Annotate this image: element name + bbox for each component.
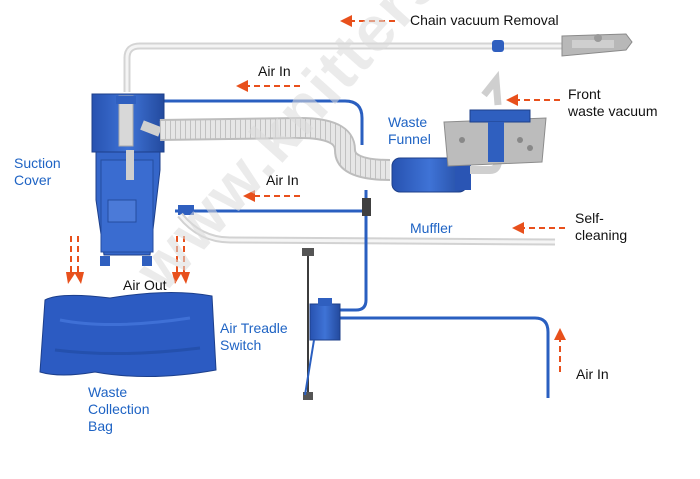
suction-cover — [91, 93, 165, 266]
arrow-air-in-top — [236, 80, 300, 92]
air-line-vertical — [340, 190, 368, 312]
front-waste-vacuum-plate — [443, 70, 547, 167]
arrows — [66, 15, 566, 372]
muffler-tube-core — [178, 214, 556, 244]
label-chain-vacuum-removal: Chain vacuum Removal — [410, 12, 559, 28]
label-air-out: Air Out — [123, 277, 167, 293]
label-air-in-top: Air In — [258, 63, 291, 79]
arrow-air-out-right — [172, 236, 190, 284]
waste-collection-bag — [39, 291, 217, 378]
label-air-treadle-switch: Air Treadle Switch — [220, 320, 288, 353]
arrow-self-cleaning — [512, 222, 565, 234]
label-muffler: Muffler — [410, 220, 453, 236]
label-waste-collection-bag: Waste Collection Bag — [88, 384, 150, 434]
arrow-air-in-right — [554, 328, 566, 372]
arrow-front-waste — [506, 94, 560, 106]
air-nozzle — [178, 205, 194, 215]
label-suction-cover: Suction Cover — [14, 155, 61, 188]
label-waste-funnel: Waste Funnel — [388, 114, 431, 147]
label-air-in-mid: Air In — [266, 172, 299, 188]
air-fitting — [362, 198, 371, 216]
arrow-air-out-left — [66, 236, 84, 284]
arrow-chain-vacuum — [340, 15, 395, 27]
label-air-in-right: Air In — [576, 366, 609, 382]
label-self-cleaning: Self- cleaning — [575, 210, 628, 243]
label-front-waste-vacuum: Front waste vacuum — [568, 86, 658, 119]
chain-vacuum-tube — [123, 40, 565, 92]
arrow-air-in-mid — [243, 190, 300, 202]
air-treadle-switch — [302, 248, 341, 400]
flex-hose — [159, 118, 391, 179]
chain-vacuum-nozzle — [561, 33, 633, 57]
air-line-right — [340, 316, 550, 398]
air-line-top — [160, 99, 364, 145]
tube-connector — [492, 40, 504, 52]
